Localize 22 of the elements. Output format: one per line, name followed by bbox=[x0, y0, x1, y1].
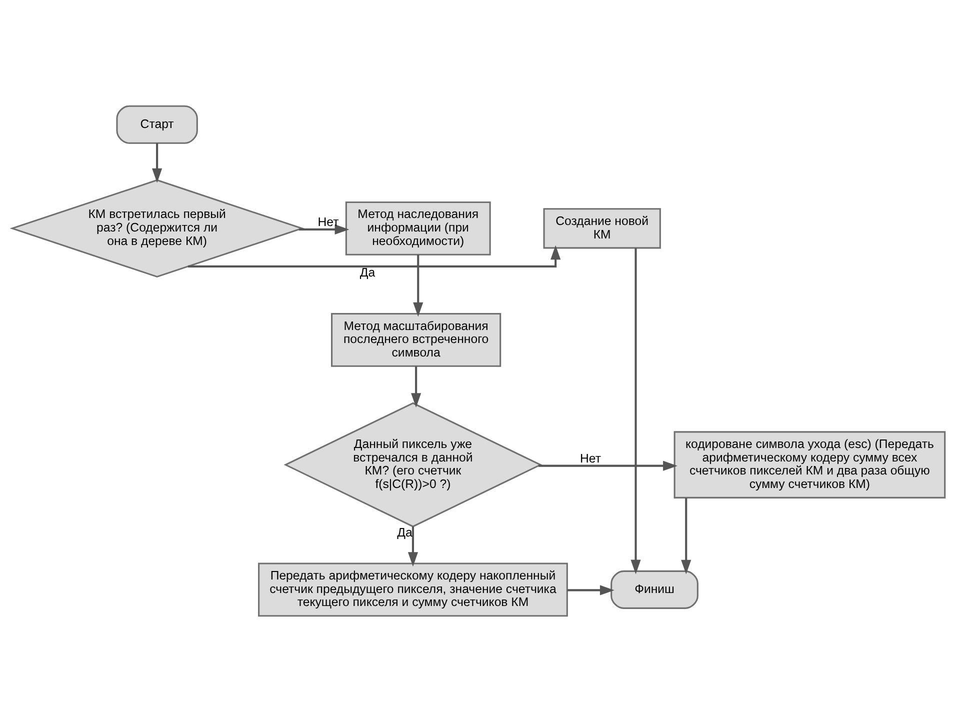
node-box: Старт bbox=[116, 105, 198, 144]
arrow bbox=[188, 245, 561, 268]
node-box: Метод масштабирования последнего встреченного символа bbox=[331, 312, 502, 367]
edge-label: Нет bbox=[580, 451, 601, 466]
arrow bbox=[630, 248, 641, 574]
node-box: Создание новой КМ bbox=[543, 208, 661, 249]
arrow bbox=[299, 224, 350, 234]
node-diamond: Данный пиксель уже встречался в данной КМ? (его счетчик f(s|C(R))>0 ?) bbox=[284, 402, 542, 528]
node-box: кодироване символа ухода (esc) (Передать арифметическому кодеру сумму всех счетчиков пикселей КМ и два раза общую сумму счетчиков КМ) bbox=[674, 431, 946, 498]
arrow bbox=[538, 460, 678, 471]
arrow bbox=[408, 526, 418, 567]
node-diamond: КМ встретилась первый раз? (Содержится ли она в дереве КМ) bbox=[10, 179, 304, 278]
arrow bbox=[681, 498, 692, 574]
edge-label: Нет bbox=[318, 214, 339, 229]
node-box: Метод наследования информации (при необходимости) bbox=[345, 201, 491, 256]
edge-label: Да bbox=[360, 265, 376, 280]
arrow bbox=[152, 143, 162, 183]
arrow bbox=[411, 366, 422, 408]
node-box: Передать арифметическому кодеру накопленный счетчик предыдущего пикселя, значение счетчика текущего пикселя и сумму счетчиков КМ bbox=[258, 562, 568, 617]
arrow bbox=[413, 254, 424, 317]
node-box: Финиш bbox=[610, 570, 698, 609]
arrow bbox=[567, 585, 614, 596]
